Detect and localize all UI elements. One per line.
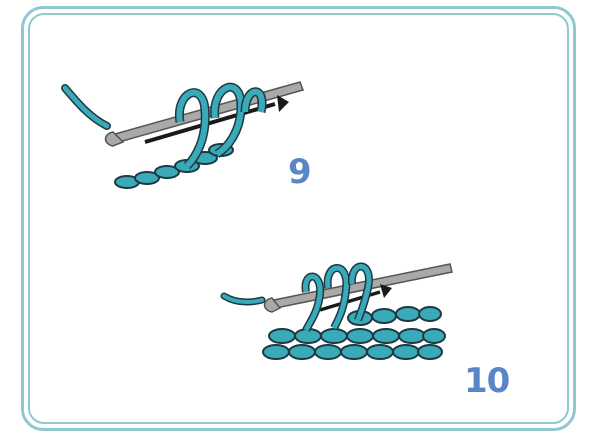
step-9-illustration bbox=[55, 62, 315, 212]
crochet-hook-step-10-drawing bbox=[210, 240, 470, 380]
step-number-9: 9 bbox=[288, 155, 311, 189]
crochet-fabric bbox=[263, 307, 445, 359]
step-number-10: 10 bbox=[464, 364, 509, 398]
crochet-hook-step-9-drawing bbox=[55, 62, 315, 212]
step-10-illustration bbox=[210, 240, 470, 380]
